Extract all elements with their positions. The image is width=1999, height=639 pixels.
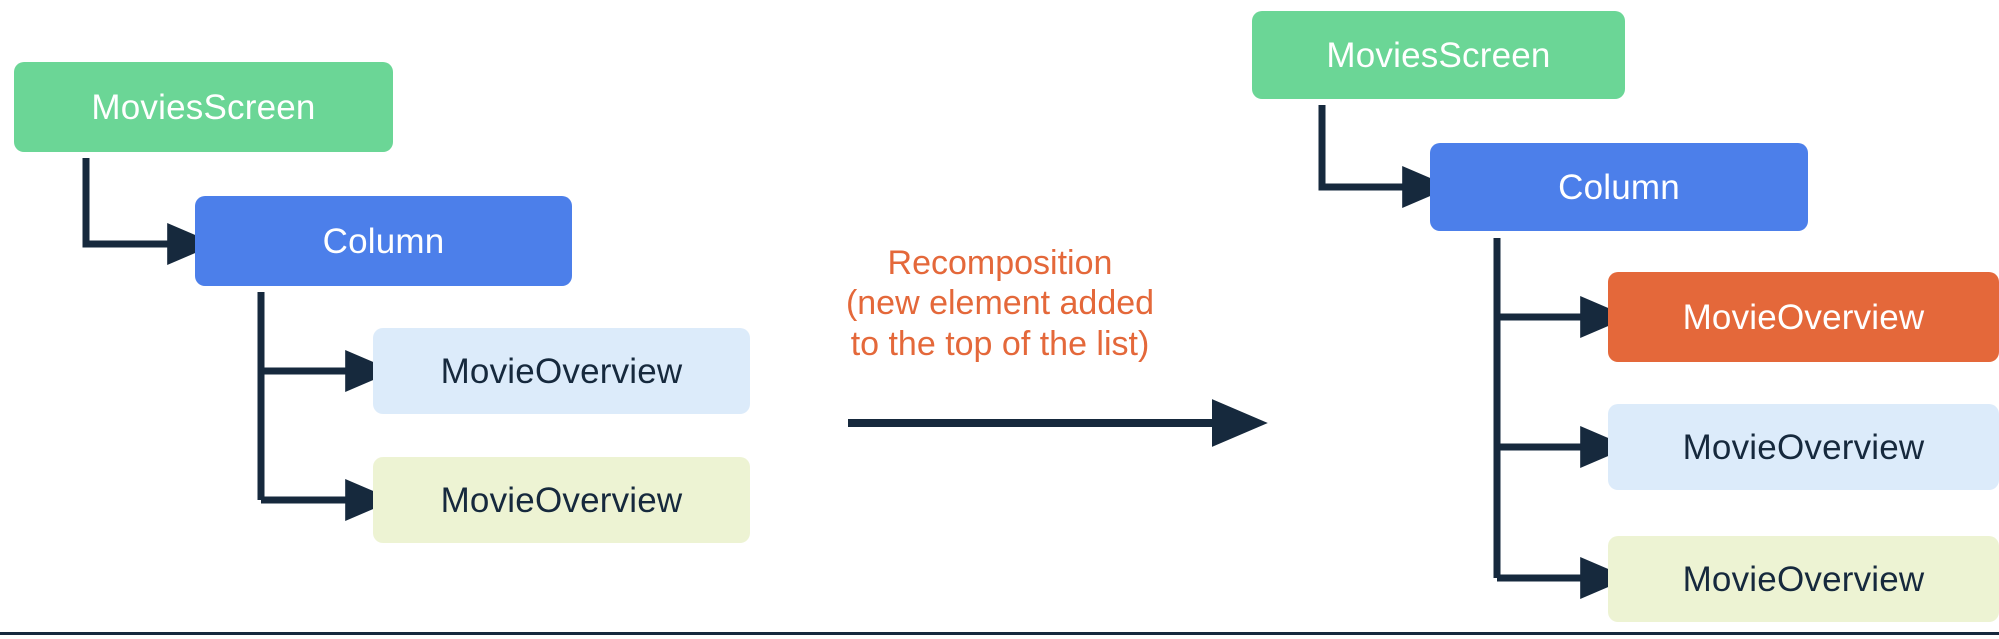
edge-right-movies-to-column [1318,105,1452,208]
left-node-column[interactable]: Column [195,196,572,286]
bottom-divider [0,632,1999,635]
left-node-movies-screen[interactable]: MoviesScreen [14,62,393,152]
edge-right-column-to-children [1493,238,1630,599]
edge-left-movies-to-column [82,158,217,265]
edge-left-column-to-children [257,292,395,521]
right-node-movie-overview-3[interactable]: MovieOverview [1608,536,1999,622]
transition-label-line-1: Recomposition [887,244,1113,282]
right-node-movies-screen[interactable]: MoviesScreen [1252,11,1625,99]
right-node-movie-overview-new[interactable]: MovieOverview [1608,272,1999,362]
left-node-movie-overview-1[interactable]: MovieOverview [373,328,750,414]
transition-label-line-3: to the top of the list) [850,324,1150,363]
right-node-column[interactable]: Column [1430,143,1808,231]
left-node-movie-overview-2[interactable]: MovieOverview [373,457,750,543]
transition-label: Recomposition (new element added to the … [810,243,1190,364]
right-node-movie-overview-2[interactable]: MovieOverview [1608,404,1999,490]
transition-label-line-2: (new element added [845,284,1155,323]
